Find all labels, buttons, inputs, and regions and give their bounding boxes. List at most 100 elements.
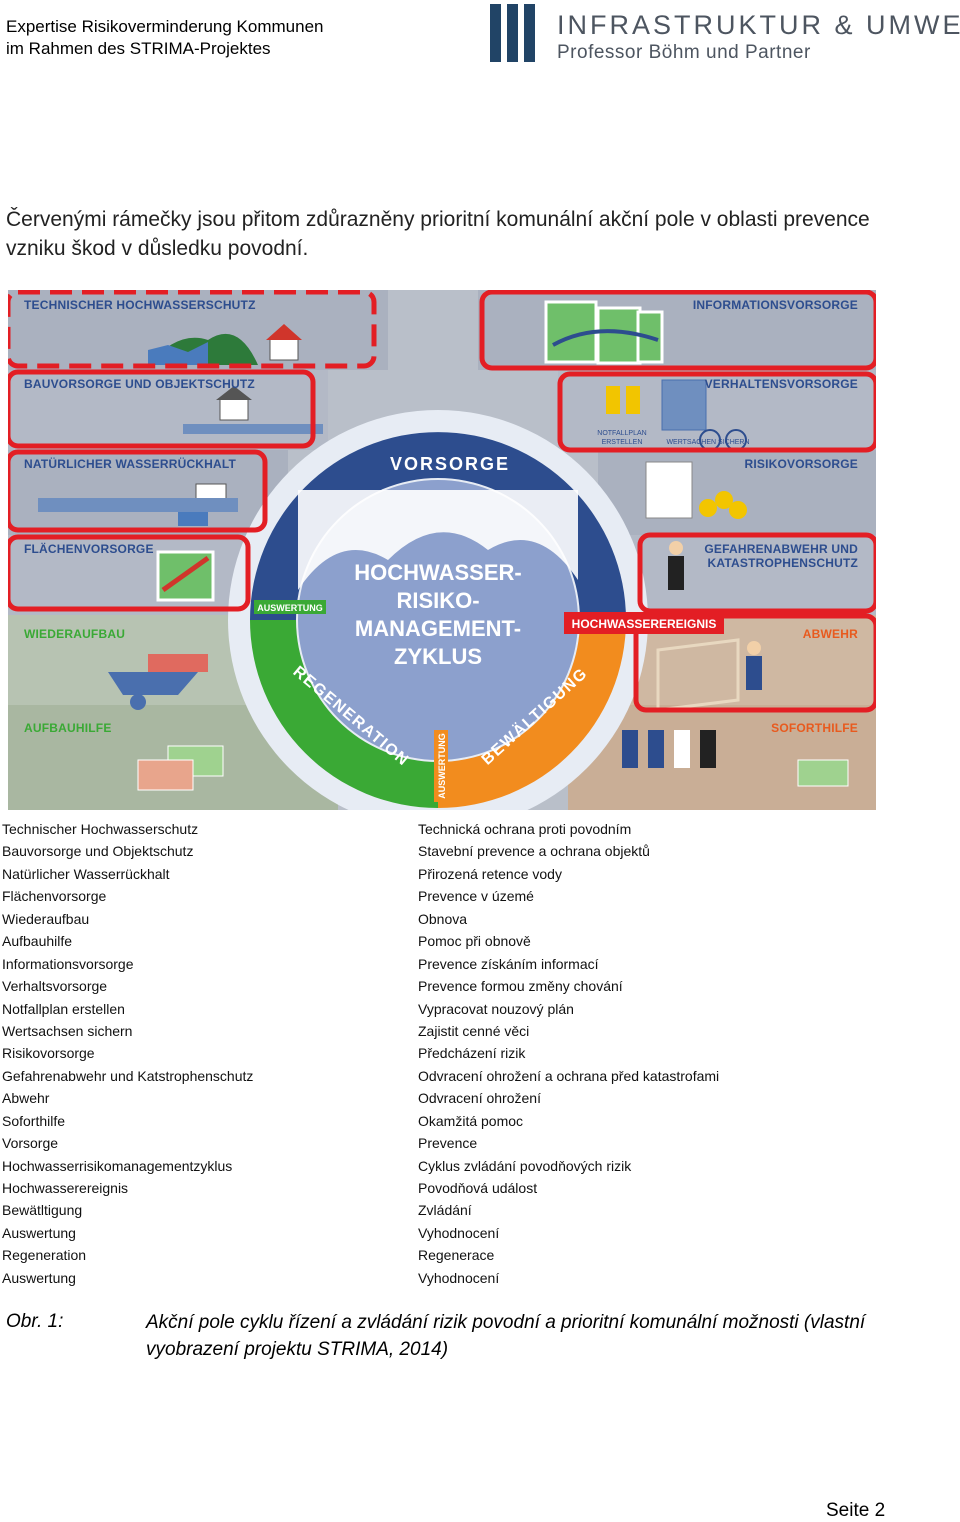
- term-german: Hochwasserrisikomanagementzyklus: [2, 1157, 233, 1174]
- term-german: Soforthilfe: [2, 1112, 66, 1129]
- highlight-bauvorsorge: [8, 369, 316, 449]
- cabinet-icon: [661, 379, 707, 431]
- highlight-gefahrenabwehr: [637, 532, 876, 614]
- label-erstellen: ERSTELLEN: [602, 439, 643, 446]
- banknotes-icon: [797, 759, 849, 787]
- highlight-technischer-hochwasserschutz: [8, 290, 377, 369]
- term-german: Regeneration: [2, 1247, 87, 1264]
- logo-mark-icon: [490, 4, 536, 62]
- police-icon: [746, 641, 762, 690]
- label-wiederaufbau: WIEDERAUFBAU: [24, 627, 125, 641]
- term-czech: Prevence: [418, 1135, 478, 1152]
- term-german: Bewätltigung: [2, 1202, 83, 1219]
- term-german: Technischer Hochwasserschutz: [2, 821, 199, 837]
- label-hochwasserereignis: HOCHWASSEREREIGNIS: [572, 617, 717, 631]
- insurance-document-icon: [645, 461, 693, 519]
- term-german: Flächenvorsorge: [2, 888, 107, 905]
- band-information: [478, 290, 876, 370]
- label-aufbauhilfe: AUFBAUHILFE: [24, 721, 112, 735]
- figure-caption-label: Obr. 1:: [6, 1311, 64, 1332]
- house-on-stilts-icon: [183, 386, 323, 434]
- band-land-use: [8, 535, 268, 615]
- term-german: Notfallplan erstellen: [2, 1000, 125, 1017]
- label-flaechenvorsorge: FLÄCHENVORSORGE: [24, 541, 154, 556]
- fence-icon: [656, 638, 740, 712]
- term-german: Natürlicher Wasserrückhalt: [2, 865, 170, 882]
- term-czech: Odvracení ohrožení a ochrana před katast…: [418, 1067, 720, 1084]
- label-gefahrenabwehr-line1: GEFAHRENABWEHR UND: [704, 542, 858, 556]
- term-czech: Vyhodnocení: [418, 1224, 500, 1241]
- label-notfallplan: NOTFALLPLAN: [597, 430, 646, 437]
- label-gefahrenabwehr-line2: KATASTROPHENSCHUTZ: [708, 556, 858, 570]
- logo-company-subtitle: Professor Böhm und Partner: [557, 42, 811, 63]
- label-informationsvorsorge: INFORMATIONSVORSORGE: [693, 298, 858, 312]
- house-icon: [266, 324, 302, 361]
- logo-company-name: INFRASTRUKTUR & UMWELT: [557, 10, 960, 40]
- highlight-informationsvorsorge: [479, 290, 876, 371]
- term-czech: Předcházení rizik: [418, 1045, 526, 1062]
- label-technischer-hochwasserschutz: TECHNISCHER HOCHWASSERSCHUTZ: [24, 298, 256, 312]
- label-center-2: RISIKO-: [396, 588, 479, 613]
- term-czech: Vypracovat nouzový plán: [418, 1000, 574, 1017]
- coins-icon: [699, 491, 747, 519]
- term-czech: Obnova: [418, 910, 468, 927]
- term-czech: Zvládání: [418, 1202, 472, 1219]
- term-german: Auswertung: [2, 1269, 76, 1286]
- label-auswertung-bottom: AUSWERTUNG: [437, 733, 447, 799]
- intro-paragraph: Červenými rámečky jsou přitom zdůrazněny…: [6, 208, 870, 260]
- term-german: Hochwasserereignis: [2, 1180, 129, 1196]
- header-title-line-1: Expertise Risikoverminderung Kommunen: [6, 17, 324, 36]
- term-czech: Zajistit cenné věci: [418, 1022, 530, 1039]
- term-czech: Pomoc při obnově: [418, 933, 531, 950]
- highlight-verhaltensvorsorge: [557, 371, 876, 453]
- vorsorge-arc: [250, 432, 626, 620]
- term-german: Vorsorge: [2, 1135, 59, 1152]
- label-auswertung-left: AUSWERTUNG: [257, 603, 323, 613]
- term-czech: Vyhodnocení: [418, 1269, 500, 1286]
- highlight-natuerlicher-wasserrueckhalt: [8, 449, 268, 533]
- term-german: Verhaltsvorsorge: [2, 978, 108, 995]
- document-header-title: Expertise Risikoverminderung Kommunen im…: [6, 16, 323, 60]
- term-czech: Cyklus zvládání povodňových rizik: [418, 1157, 632, 1174]
- firefighter-icon: [668, 541, 684, 590]
- regeneration-arc: [250, 620, 438, 808]
- label-center-4: ZYKLUS: [394, 644, 482, 669]
- label-vorsorge: VORSORGE: [390, 454, 510, 474]
- auswertung-tab-1: [254, 600, 326, 614]
- term-german: Auswertung: [2, 1224, 76, 1241]
- label-abwehr: ABWEHR: [803, 627, 858, 641]
- label-wertsachen-sichern: WERTSACHEN SICHERN: [666, 439, 749, 446]
- bewaeltigung-arc: [438, 620, 626, 808]
- term-german: Bauvorsorge und Objektschutz: [2, 843, 194, 860]
- label-risikovorsorge: RISIKOVORSORGE: [745, 457, 858, 471]
- term-german: Abwehr: [2, 1090, 50, 1107]
- risk-management-cycle-figure: TECHNISCHER HOCHWASSERSCHUTZ BAUVORSORGE…: [8, 290, 876, 810]
- rescue-team-icon: [622, 730, 716, 768]
- term-czech: Technická ochrana proti povodním: [418, 821, 632, 837]
- company-logo: INFRASTRUKTUR & UMWELT Professor Böhm un…: [490, 4, 960, 64]
- figure-caption-text: Akční pole cyklu řízení a zvládání rizik…: [146, 1312, 866, 1360]
- term-czech: Stavební prevence a ochrana objektů: [418, 843, 650, 860]
- term-czech: Okamžitá pomoc: [418, 1112, 524, 1129]
- term-czech: Prevence získáním informací: [418, 955, 599, 972]
- term-german: Aufbauhilfe: [2, 933, 73, 950]
- band-natural-retention: [8, 450, 288, 535]
- term-czech: Povodňová událost: [418, 1180, 538, 1196]
- maps-info-icon: [544, 300, 664, 365]
- header-title-line-2: im Rahmen des STRIMA-Projektes: [6, 39, 271, 58]
- label-center-3: MANAGEMENT-: [355, 616, 521, 641]
- term-german: Wiederaufbau: [2, 910, 90, 927]
- band-building-precaution: [8, 370, 328, 450]
- label-bauvorsorge: BAUVORSORGE UND OBJEKTSCHUTZ: [24, 377, 255, 391]
- term-czech: Prevence formou změny chování: [418, 978, 623, 995]
- term-czech: Prevence v územé: [418, 888, 534, 905]
- boots-icon: [606, 386, 640, 414]
- band-risk: [598, 450, 876, 535]
- term-german: Wertsachsen sichern: [2, 1022, 133, 1039]
- auswertung-tab-2: [434, 730, 448, 802]
- term-czech: Přirozená retence vody: [418, 865, 562, 882]
- wheelbarrow-icon: [108, 654, 208, 710]
- label-verhaltensvorsorge: VERHALTENSVORSORGE: [705, 377, 858, 391]
- map-icon: [156, 550, 215, 602]
